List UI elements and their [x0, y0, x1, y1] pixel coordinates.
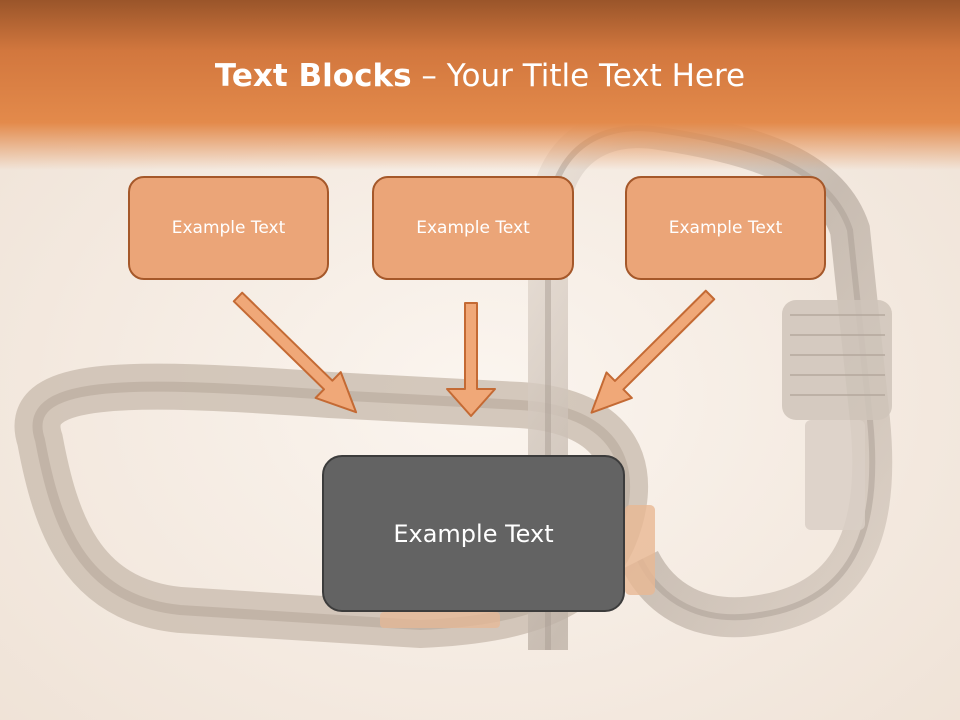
text-block-middle: Example Text: [372, 176, 574, 280]
text-block-right-label: Example Text: [668, 218, 783, 238]
text-block-right: Example Text: [625, 176, 826, 280]
text-block-center-label: Example Text: [393, 519, 554, 548]
title-separator: –: [411, 58, 447, 94]
title-rest-part: Your Title Text Here: [446, 58, 746, 94]
title-band: [0, 0, 960, 170]
text-block-left: Example Text: [128, 176, 329, 280]
title-bold-part: Text Blocks: [214, 58, 412, 94]
text-block-center: Example Text: [322, 455, 625, 612]
text-block-middle-label: Example Text: [416, 218, 530, 238]
slide-title: Text Blocks – Your Title Text Here: [0, 54, 960, 98]
text-block-left-label: Example Text: [171, 218, 286, 238]
